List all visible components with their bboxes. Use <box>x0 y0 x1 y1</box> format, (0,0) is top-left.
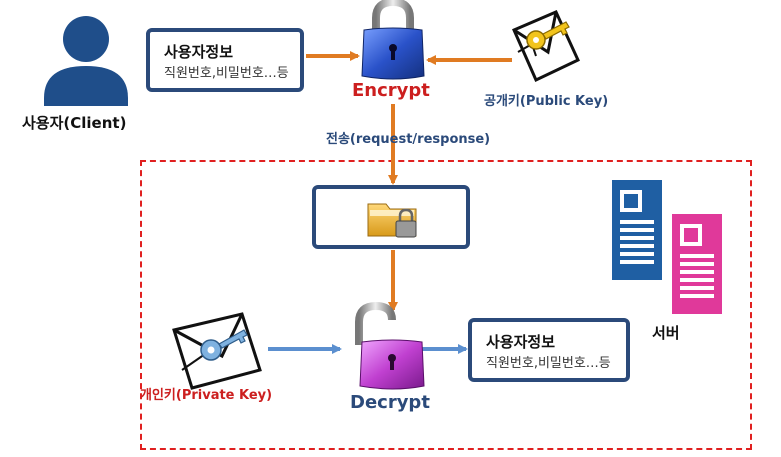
client-info-box: 사용자정보 직원번호,비밀번호…등 <box>146 28 304 92</box>
private-key-label: 개인키(Private Key) <box>140 388 273 403</box>
server-zone-border <box>140 160 752 450</box>
client-label: 사용자(Client) <box>22 114 127 132</box>
server-label: 서버 <box>652 324 680 342</box>
decrypt-label: Decrypt <box>350 392 430 413</box>
server-info-title: 사용자정보 <box>486 333 556 351</box>
server-info-box: 사용자정보 직원번호,비밀번호…등 <box>468 318 630 382</box>
private-key-envelope-icon <box>172 312 262 390</box>
public-key-envelope-icon <box>512 10 580 83</box>
user-person-icon <box>44 16 128 106</box>
transmission-label: 전송(request/response) <box>326 132 491 147</box>
client-info-detail: 직원번호,비밀번호…등 <box>164 66 289 81</box>
unlocked-padlock-icon <box>355 301 425 390</box>
locked-padlock-icon <box>361 0 425 80</box>
server-blue-icon <box>612 180 662 280</box>
server-pink-icon <box>672 214 722 314</box>
client-info-title: 사용자정보 <box>164 43 234 61</box>
public-key-label: 공개키(Public Key) <box>484 94 609 109</box>
server-info-detail: 직원번호,비밀번호…등 <box>486 356 611 371</box>
encrypt-label: Encrypt <box>352 80 430 101</box>
